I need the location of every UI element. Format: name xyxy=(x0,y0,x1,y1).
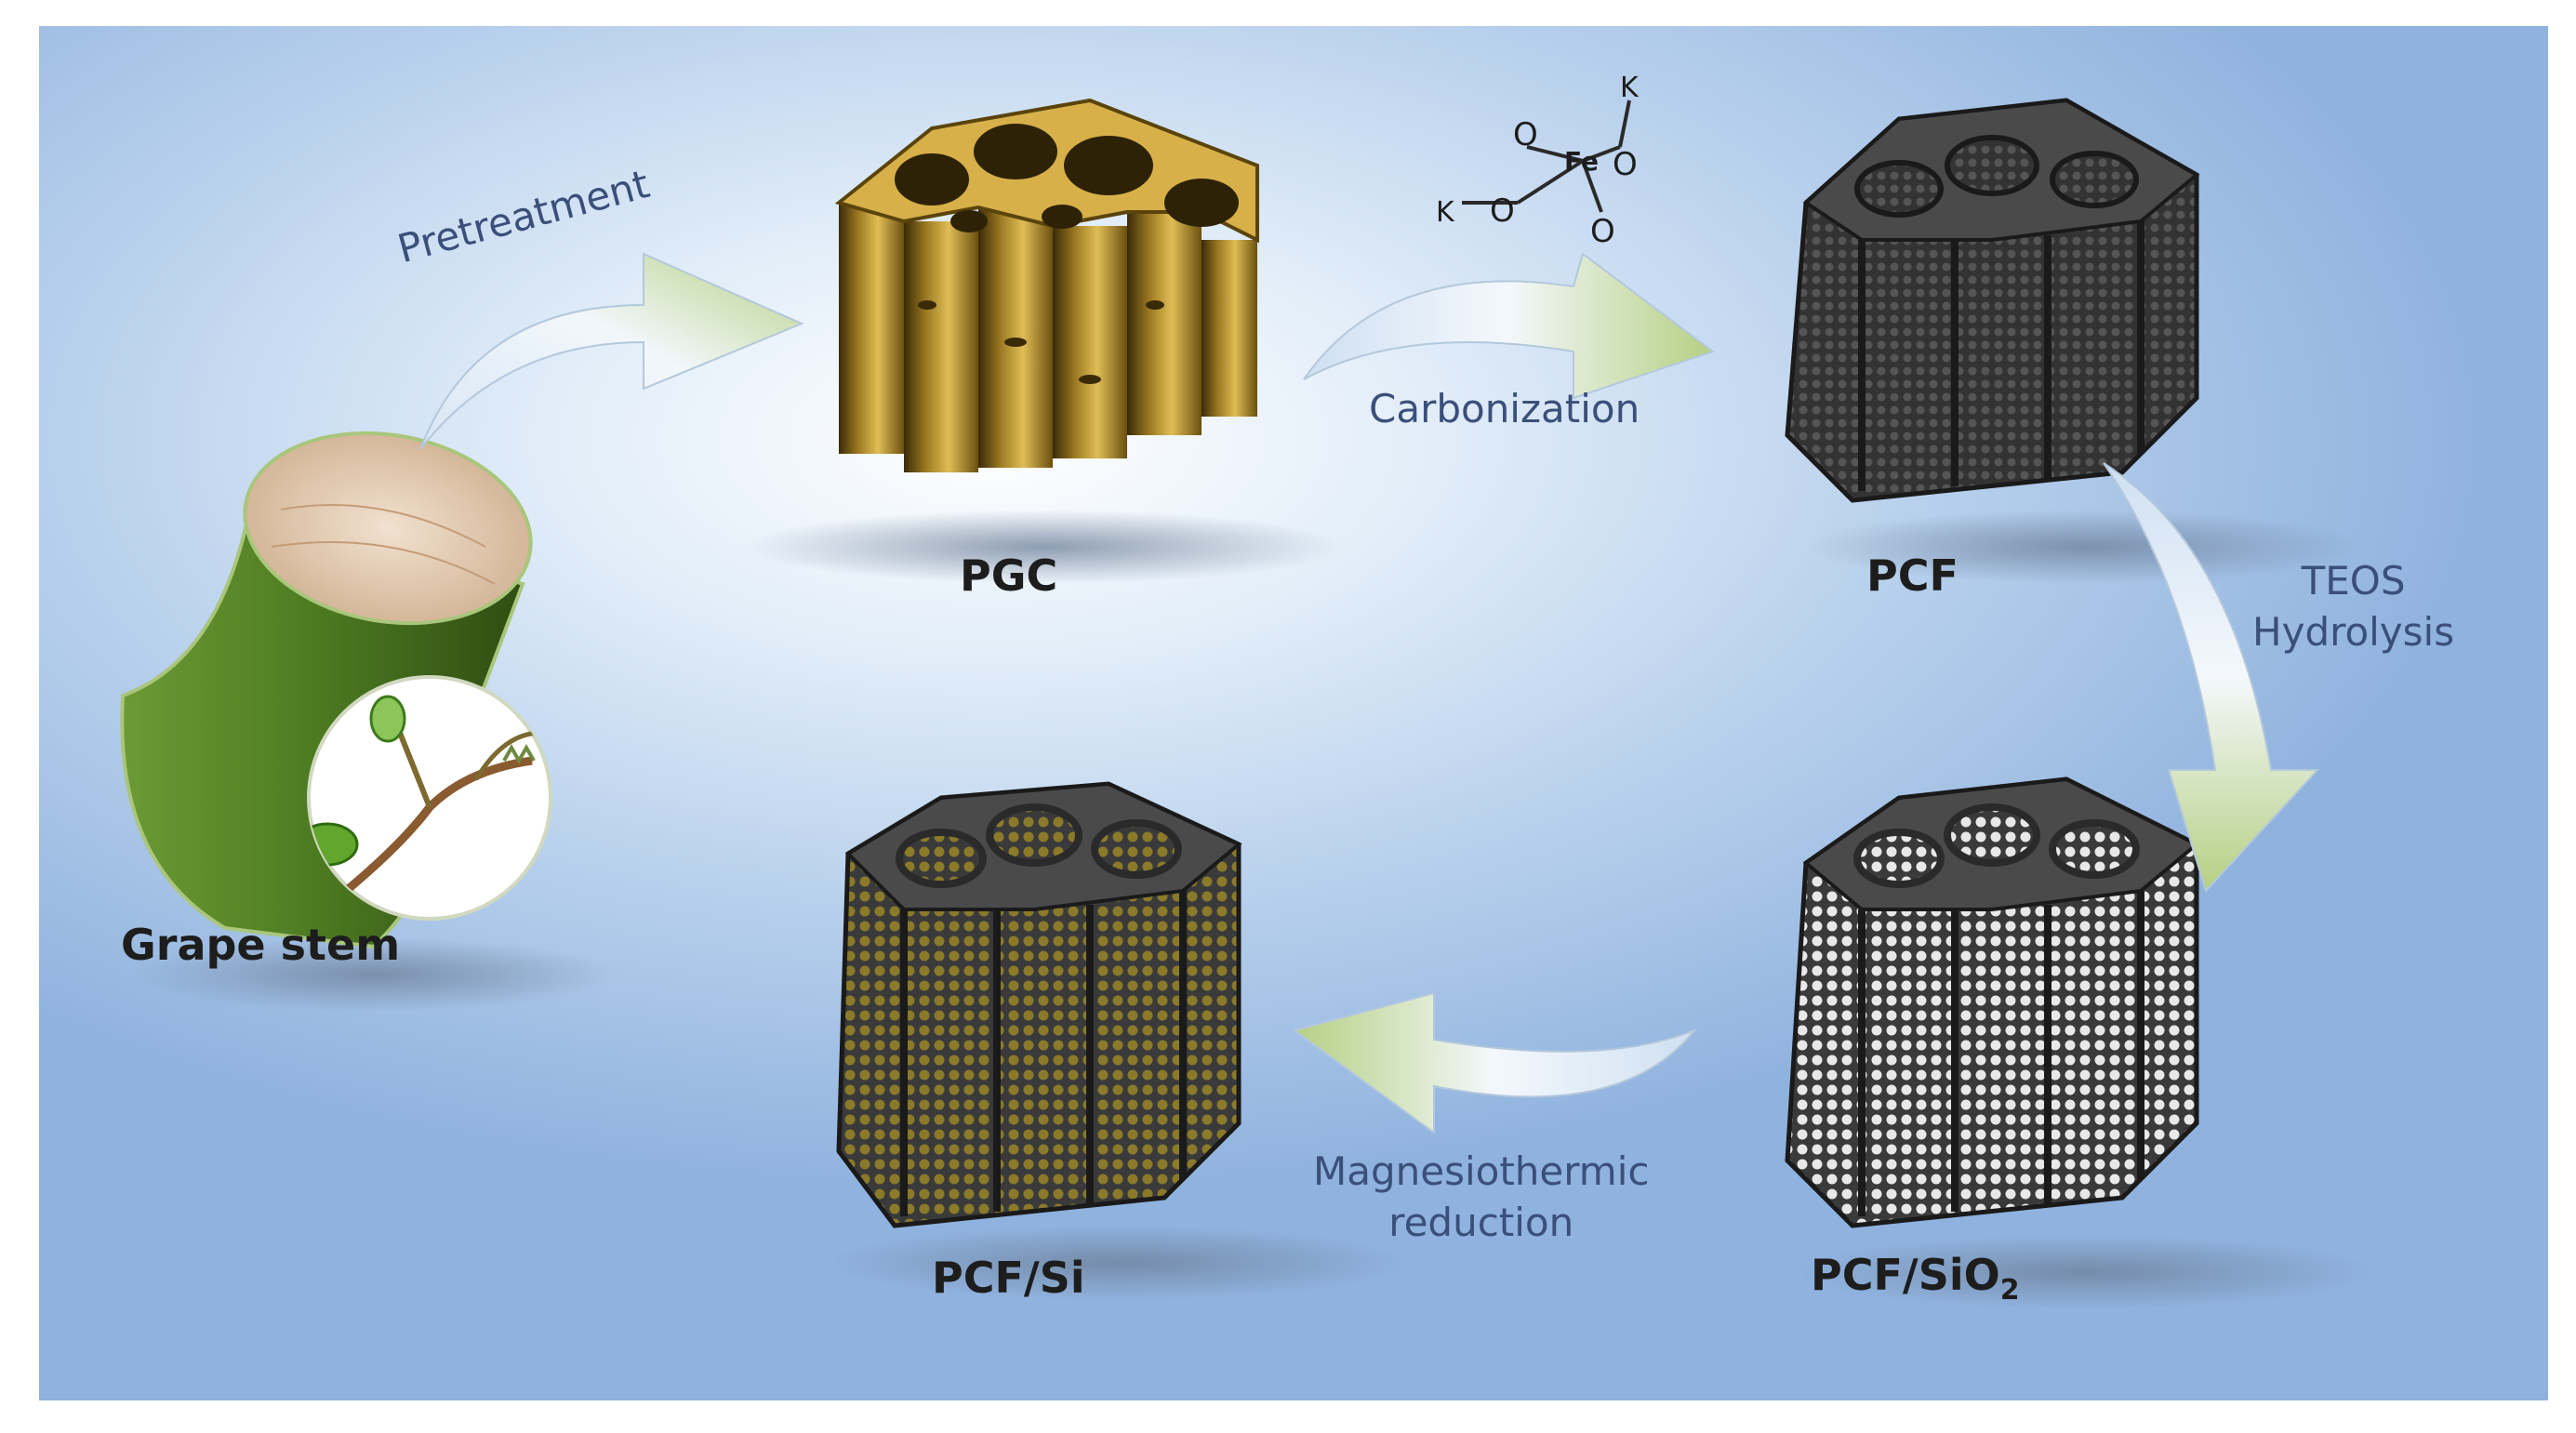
arrow-teos-hydrolysis xyxy=(2103,462,2320,893)
k2feo4-molecule: O Fe O O O K K xyxy=(1436,72,1640,250)
molecule-oxygen-left: O xyxy=(1490,192,1515,230)
arrow-carbonization xyxy=(1303,252,1716,400)
molecule-iron: Fe xyxy=(1564,146,1599,177)
molecule-potassium-top: K xyxy=(1620,72,1640,104)
pcf-structure xyxy=(1785,98,2200,503)
step-label-carbonization: Carbonization xyxy=(1369,386,1640,431)
teos-line-1: TEOS xyxy=(2301,558,2406,604)
diagram-panel: O Fe O O O K K Pretreatment Carbonizatio… xyxy=(39,26,2548,1400)
molecule-oxygen-right: O xyxy=(1613,146,1638,183)
molecule-oxygen-bottom: O xyxy=(1590,213,1615,250)
label-grape-stem: Grape stem xyxy=(121,920,401,970)
molecule-oxygen-top: O xyxy=(1513,116,1538,153)
magnesio-line-1: Magnesiothermic xyxy=(1313,1148,1650,1194)
arrow-magnesiothermic-reduction xyxy=(1292,991,1698,1134)
step-label-teos-hydrolysis: TEOS Hydrolysis xyxy=(2252,556,2454,657)
arrow-pretreatment xyxy=(419,252,804,450)
pcf-sio2-structure xyxy=(1785,776,2200,1228)
pcf-si-structure xyxy=(836,781,1242,1228)
pgc-structure xyxy=(834,98,1259,472)
label-pcf-sio2-subscript: 2 xyxy=(1999,1274,2020,1307)
label-pcf-si: PCF/Si xyxy=(932,1253,1085,1303)
magnesio-line-2: reduction xyxy=(1388,1199,1574,1245)
label-pgc: PGC xyxy=(960,551,1058,601)
step-label-magnesiothermic-reduction: Magnesiothermic reduction xyxy=(1313,1147,1649,1248)
label-pcf-sio2: PCF/SiO2 xyxy=(1811,1254,2020,1305)
label-pcf: PCF xyxy=(1866,551,1959,601)
scene: O Fe O O O K K xyxy=(120,72,2373,1309)
grape-stem-photo-inset xyxy=(307,675,552,921)
label-pcf-sio2-main: PCF/SiO xyxy=(1811,1250,2000,1300)
molecule-potassium-left: K xyxy=(1436,196,1455,229)
floor-shadows xyxy=(132,510,2373,1309)
teos-line-2: Hydrolysis xyxy=(2252,608,2455,655)
